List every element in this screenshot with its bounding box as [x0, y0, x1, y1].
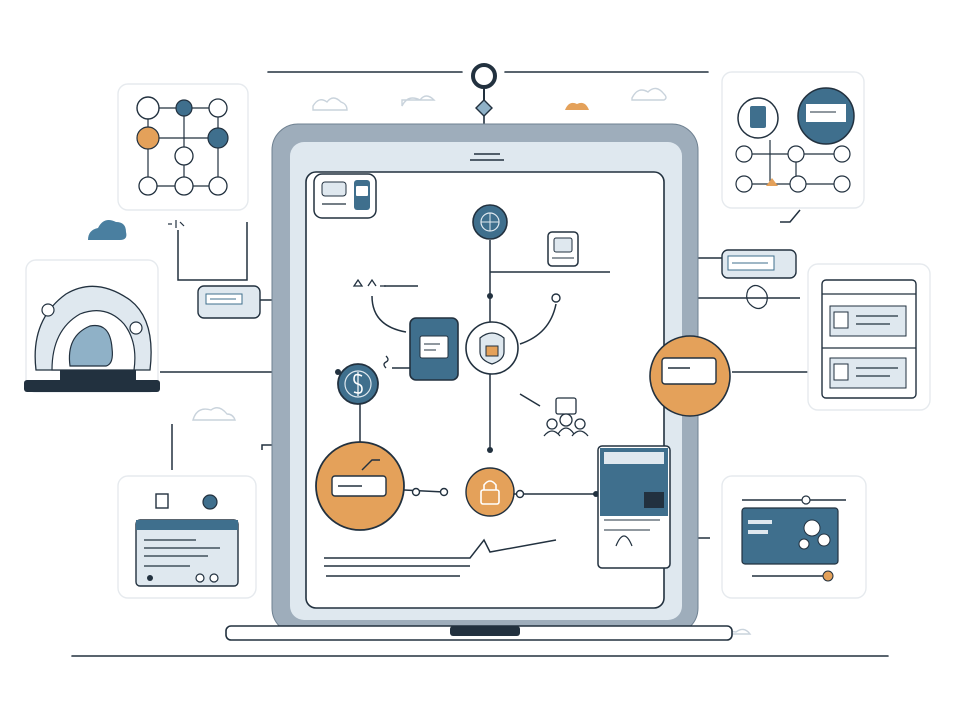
info-card-icon [721, 249, 797, 310]
node-network-card-icon [117, 83, 249, 211]
hub-dots [335, 293, 599, 499]
browser-window-card-icon [117, 475, 257, 599]
cloud-icon [87, 220, 127, 240]
ring-pin-icon [471, 63, 497, 128]
media-player-card-icon [721, 475, 867, 599]
hub-connectors [324, 240, 610, 577]
tiny-glyphs [352, 278, 389, 369]
profile-list-card-icon [807, 263, 931, 411]
shield-lock-icon [465, 321, 519, 375]
padlock-icon [465, 467, 515, 517]
dollar-coin-icon [337, 363, 379, 405]
orange-card-icon [649, 335, 731, 417]
message-card-icon [315, 441, 405, 531]
network-globe-icon [472, 204, 508, 240]
cloud-brain-laptop-icon [24, 259, 160, 393]
chat-mini-card [313, 173, 377, 219]
people-group-icon [543, 397, 589, 437]
orange-cloud-icon [565, 102, 589, 110]
cloud-icon [312, 87, 667, 111]
dashboard-panel-icon [597, 445, 671, 569]
horizon-lines [71, 71, 889, 657]
tiny-marks [168, 220, 185, 228]
document-card-icon [409, 317, 459, 381]
flow-chart-card-icon [721, 71, 865, 209]
message-bubble-icon [197, 285, 261, 319]
id-card-icon [547, 231, 579, 267]
